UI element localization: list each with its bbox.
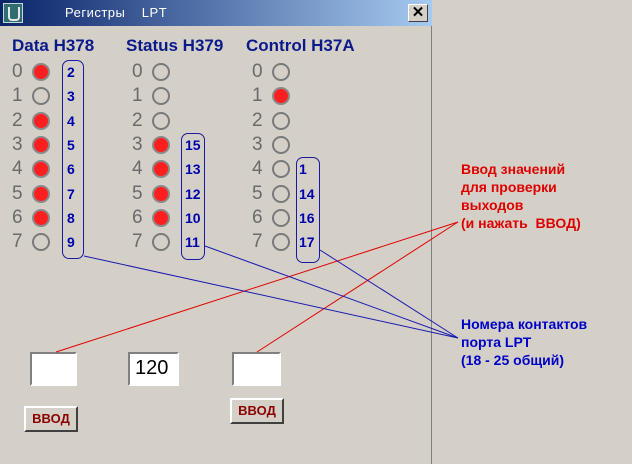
led-on-indicator (32, 63, 50, 81)
bit-number-label: 0 (252, 61, 263, 82)
bit-number-label: 3 (12, 133, 23, 155)
control-vvod-button[interactable]: ВВОД (230, 398, 284, 424)
led-on-indicator (32, 111, 50, 130)
pin-number: 14 (299, 185, 315, 202)
bit-number-label: 7 (252, 231, 263, 253)
bit-number-label: 3 (132, 133, 143, 155)
led-off-indicator (32, 233, 50, 252)
data-register-header: Data H378 (12, 36, 95, 55)
pin-number: 17 (299, 234, 315, 251)
pin-number: 13 (185, 161, 201, 178)
close-button[interactable]: ✕ (408, 4, 428, 22)
data-value-input[interactable] (30, 352, 77, 386)
led-off-indicator (272, 184, 290, 203)
pin-number: 8 (67, 209, 75, 226)
bit-number-label: 7 (132, 231, 143, 253)
pin-number: 4 (67, 112, 75, 129)
bit-number-label: 2 (252, 109, 263, 131)
led-on-indicator (32, 160, 50, 179)
led-off-indicator (152, 63, 170, 81)
window-title: Регистры LPT (65, 5, 168, 20)
bit-number-label: 4 (12, 158, 23, 180)
bit-number-label: 1 (252, 85, 263, 107)
led-on-indicator (152, 135, 170, 154)
bit-number-label: 5 (252, 182, 263, 204)
bit-number-label: 4 (132, 158, 143, 180)
title-bar[interactable]: Регистры LPT ✕ (0, 0, 432, 26)
led-off-indicator (152, 111, 170, 130)
led-on-indicator (152, 208, 170, 227)
pin-number: 9 (67, 234, 75, 251)
led-off-indicator (152, 87, 170, 106)
led-off-indicator (272, 233, 290, 252)
bit-number-label: 2 (12, 109, 23, 131)
pin-number: 16 (299, 209, 315, 226)
pin-number: 7 (67, 185, 75, 202)
led-on-indicator (32, 208, 50, 227)
led-on-indicator (272, 87, 290, 106)
led-off-indicator (272, 160, 290, 179)
bit-number-label: 6 (12, 206, 23, 228)
registers-window: Регистры LPT ✕ Data H378 Status H379 Con… (0, 0, 432, 464)
status-register-header: Status H379 (126, 36, 224, 55)
pin-number: 5 (67, 136, 75, 153)
pin-number: 6 (67, 161, 75, 178)
control-value-input[interactable] (232, 352, 281, 386)
led-off-indicator (152, 233, 170, 252)
pin-number: 15 (185, 136, 201, 153)
led-off-indicator (272, 63, 290, 81)
bit-number-label: 3 (252, 133, 263, 155)
bit-number-label: 1 (12, 85, 23, 107)
control-register-header: Control H37A (246, 36, 355, 55)
led-on-indicator (32, 135, 50, 154)
led-on-indicator (152, 184, 170, 203)
pin-number: 10 (185, 209, 201, 226)
led-on-indicator (152, 160, 170, 179)
pin-number: 12 (185, 185, 201, 202)
bit-number-label: 0 (12, 61, 23, 82)
data-vvod-button[interactable]: ВВОД (24, 406, 78, 432)
led-off-indicator (32, 87, 50, 106)
bit-number-label: 0 (132, 61, 143, 82)
led-on-indicator (32, 184, 50, 203)
led-off-indicator (272, 135, 290, 154)
led-off-indicator (272, 208, 290, 227)
bit-number-label: 4 (252, 158, 263, 180)
pin-number: 1 (299, 161, 307, 178)
bit-number-label: 2 (132, 109, 143, 131)
pin-number: 2 (67, 64, 75, 80)
led-off-indicator (272, 111, 290, 130)
app-icon[interactable] (3, 3, 23, 23)
pin-number: 3 (67, 88, 75, 105)
bit-number-label: 6 (252, 206, 263, 228)
bit-number-label: 1 (132, 85, 143, 107)
pin-numbers-note: Номера контактов порта LPT (18 - 25 общи… (461, 316, 588, 368)
bit-number-label: 5 (12, 182, 23, 204)
input-instruction-note: Ввод значений для проверки выходов (и на… (461, 161, 581, 231)
bit-number-label: 6 (132, 206, 143, 228)
status-value-field: 120 (128, 352, 179, 386)
bit-number-label: 7 (12, 231, 23, 253)
pin-number: 11 (185, 234, 200, 251)
bit-number-label: 5 (132, 182, 143, 204)
